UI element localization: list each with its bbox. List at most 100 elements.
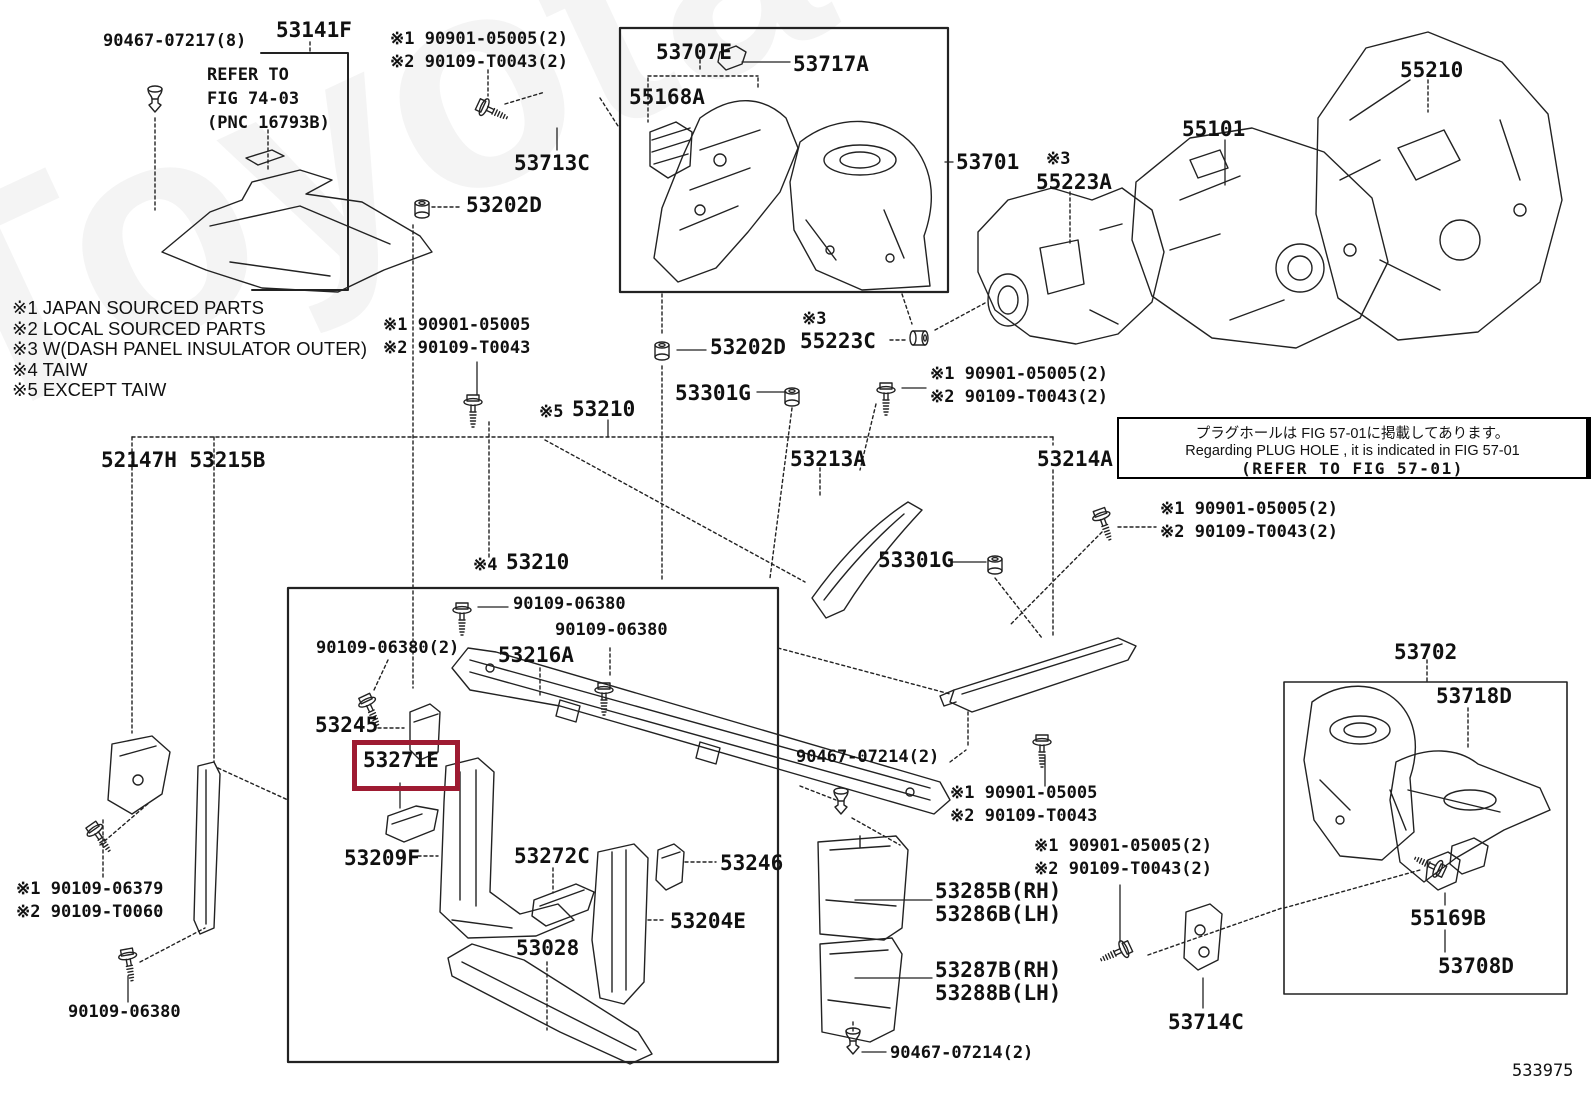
part-label: 55223C: [800, 329, 876, 353]
clip-icon: [845, 1027, 861, 1055]
part-label: ※2 90109-T0043(2): [1160, 522, 1339, 542]
part-label: ※2 90109-T0043(2): [390, 52, 569, 72]
part-label: 53702: [1394, 640, 1458, 664]
part-label: 53245: [315, 713, 379, 737]
part-label: 55210: [1400, 58, 1464, 82]
part-label: ※4: [473, 555, 498, 575]
part-label: ※2 90109-T0043(2): [930, 387, 1109, 407]
part-label: ※1 90901-05005(2): [1034, 836, 1213, 856]
radiator-support-box: [286, 586, 780, 1064]
grommet-icon: [784, 387, 800, 407]
part-label: 53272C: [514, 844, 590, 868]
part-label: 53285B(RH): [935, 879, 1062, 903]
part-label: 90109-06380: [555, 620, 668, 640]
part-drawing-fender-apron-assembly: [649, 45, 933, 291]
part-label: 53216A: [498, 643, 574, 667]
legend-line: ※1 JAPAN SOURCED PARTS: [12, 297, 264, 318]
part-drawing-splash-shield-upper: [817, 835, 909, 941]
part-drawing-clip-55169B: [1425, 851, 1461, 891]
bolt-icon: [1089, 505, 1120, 544]
bolt-icon: [452, 602, 472, 636]
part-drawing-engine-under-cover: [161, 149, 433, 293]
part-label: 53209F: [344, 846, 420, 870]
part-drawing-support-upper-53216A: [451, 647, 951, 815]
part-label: ※1 90901-05005(2): [390, 29, 569, 49]
note-line-refer: (REFER TO FIG 57-01): [1241, 459, 1464, 478]
part-label: 53213A: [790, 447, 866, 471]
part-label: 90467-07214(2): [796, 747, 940, 767]
part-label: 55168A: [629, 85, 705, 109]
part-drawing-bracket-53271E: [385, 805, 439, 843]
part-label: 53301G: [878, 548, 954, 572]
bolt-icon: [1096, 937, 1135, 969]
highlight-box: [352, 740, 460, 791]
part-label: 53028: [516, 936, 580, 960]
part-label: ※2 90109-T0060: [16, 902, 164, 922]
part-label: 53141F: [276, 18, 352, 42]
part-label: 90467-07217(8): [103, 31, 247, 51]
part-label: 53713C: [514, 151, 590, 175]
bolt-icon: [1032, 734, 1052, 768]
part-label: 53701: [956, 150, 1020, 174]
plug-hole-note-box: プラグホールは FIG 57-01に掲載してあります。 Regarding PL…: [1117, 417, 1591, 479]
grommet-icon: [987, 555, 1003, 575]
part-drawing-bracket-53714C: [1183, 903, 1223, 971]
clip-icon: [833, 787, 849, 815]
refer-note-line: REFER TO: [207, 65, 289, 85]
bolt-icon: [473, 95, 512, 127]
legend-line: ※4 TAIW: [12, 358, 88, 380]
legend-line: ※3 W(DASH PANEL INSULATOR OUTER): [12, 338, 368, 359]
part-label: 53202D: [710, 335, 786, 359]
part-drawing-bracket-53272C: [531, 883, 595, 927]
part-label: ※1 90901-05005: [950, 783, 1098, 803]
bolt-icon: [116, 946, 142, 983]
part-label: 53286B(LH): [935, 902, 1062, 926]
part-drawing-support-lower-53028: [447, 943, 653, 1065]
part-drawing-support-side-53204E: [591, 843, 649, 1005]
side-member-box: [1283, 681, 1568, 995]
part-label: 55101: [1182, 117, 1246, 141]
part-label: 53210: [572, 397, 636, 421]
part-label: 53714C: [1168, 1010, 1244, 1034]
part-label: ※3: [802, 309, 827, 329]
part-label: ※2 90109-T0043: [383, 338, 531, 358]
legend-line: ※2 LOCAL SOURCED PARTS: [12, 317, 266, 339]
part-label: 55223A: [1036, 170, 1112, 194]
part-label: 53707E: [656, 40, 732, 64]
grommet-icon: [654, 341, 670, 361]
note-line-jp: プラグホールは FIG 57-01に掲載してあります。: [1195, 426, 1510, 442]
part-label: 55169B: [1410, 906, 1486, 930]
clip-icon: [147, 85, 163, 113]
fender-apron-box: [618, 26, 950, 294]
bolt-icon: [463, 394, 483, 428]
part-label: 53717A: [793, 52, 869, 76]
part-label: 52147H 53215B: [101, 448, 266, 472]
part-drawing-dash-panel-insulator: [977, 187, 1165, 345]
part-label: ※1 90109-06379: [16, 879, 164, 899]
part-drawing-bracket-53246: [655, 843, 685, 891]
part-drawing-dash-panel-upper: [1315, 31, 1563, 341]
grommet-icon: [414, 199, 430, 219]
bolt-icon: [876, 382, 896, 416]
part-label: 53202D: [466, 193, 542, 217]
legend-notes: ※1 JAPAN SOURCED PARTS※2 LOCAL SOURCED P…: [12, 297, 368, 401]
legend-line: ※5 EXCEPT TAIW: [12, 379, 167, 400]
part-label: ※3: [1046, 149, 1071, 169]
part-drawing-bracket-52147H: [107, 735, 171, 815]
part-drawing-apron-rear-53718D: [1389, 750, 1551, 883]
part-label: 53204E: [670, 909, 746, 933]
part-label: ※1 90901-05005(2): [1160, 499, 1339, 519]
bolt-icon: [82, 818, 118, 857]
part-label: 90109-06380: [68, 1002, 181, 1022]
part-label: 53708D: [1438, 954, 1514, 978]
part-label: 53288B(LH): [935, 981, 1062, 1005]
part-label: 53301G: [675, 381, 751, 405]
part-drawing-splash-shield-lower: [819, 937, 903, 1043]
part-label: 90467-07214(2): [890, 1043, 1034, 1063]
part-label: ※1 90901-05005: [383, 315, 531, 335]
refer-note-line: (PNC 16793B): [207, 113, 330, 133]
figure-code: 533975: [1512, 1061, 1574, 1081]
part-drawing-strip-53215B: [193, 761, 221, 935]
